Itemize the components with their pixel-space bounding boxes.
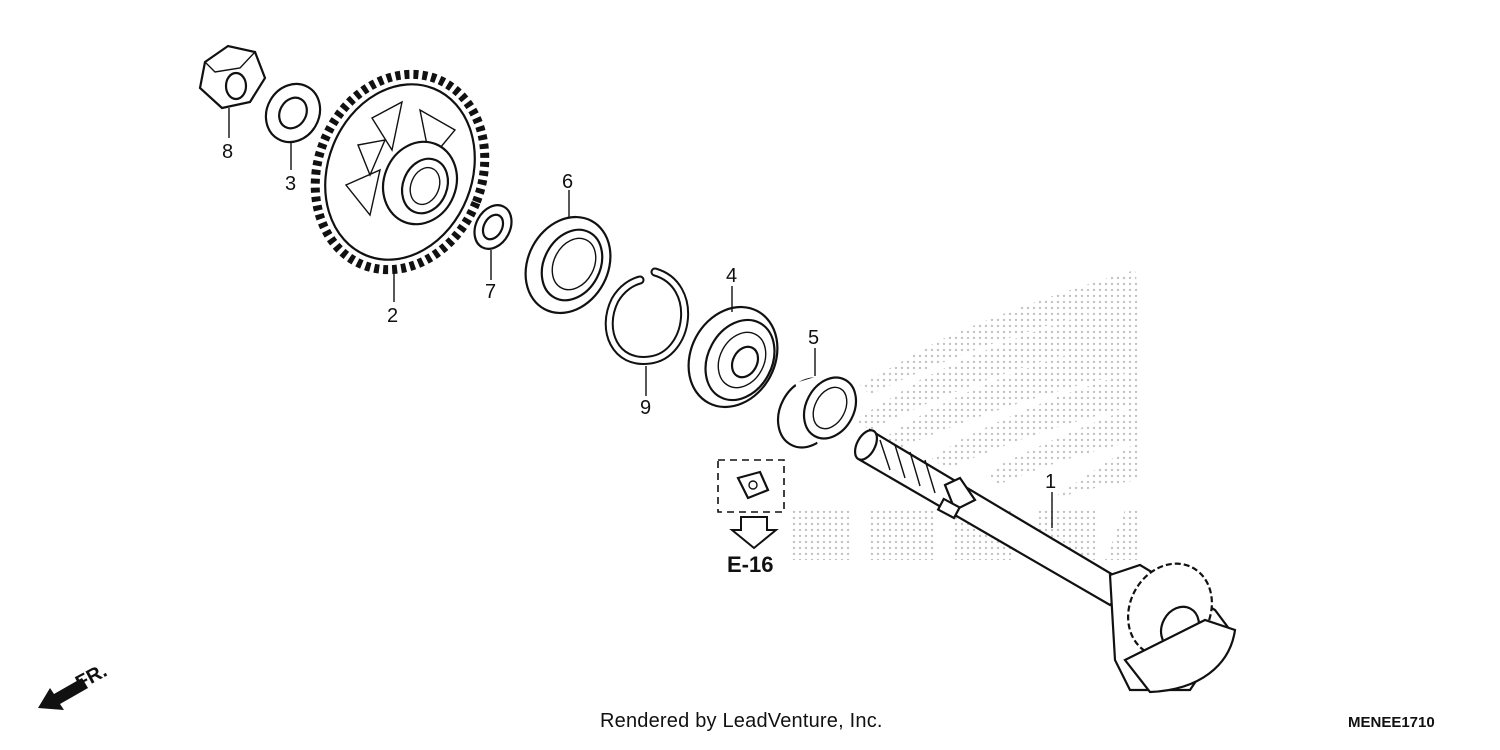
honda-lettering-watermark (790, 510, 1140, 560)
callout-2: 2 (387, 305, 398, 327)
front-direction-arrow-icon (38, 678, 88, 710)
callout-1: 1 (1045, 471, 1056, 493)
part-7-small-washer (473, 204, 513, 250)
callout-8: 8 (222, 141, 233, 163)
callout-3: 3 (285, 173, 296, 195)
part-9-snap-ring (604, 267, 690, 365)
reference-arrow-icon (729, 516, 779, 550)
honda-wing-watermark (790, 270, 1140, 560)
callout-6: 6 (562, 171, 573, 193)
part-2-sprocket-gear (310, 69, 490, 275)
diagram-code: MENEE1710 (1348, 714, 1435, 731)
reference-box (717, 459, 785, 513)
footer-credit: Rendered by LeadVenture, Inc. (600, 710, 883, 732)
callout-5: 5 (808, 327, 819, 349)
part-8-hex-nut (198, 44, 267, 110)
callout-9: 9 (640, 397, 651, 419)
reference-label: E-16 (727, 552, 773, 577)
callout-7: 7 (485, 281, 496, 303)
part-5-needle-bearing (776, 372, 858, 450)
part-6-oil-seal (524, 215, 612, 315)
part-1-kickstarter-shaft (853, 428, 1237, 694)
callout-4: 4 (726, 265, 737, 287)
part-4-ball-bearing (687, 305, 779, 409)
part-3-washer (264, 82, 322, 144)
